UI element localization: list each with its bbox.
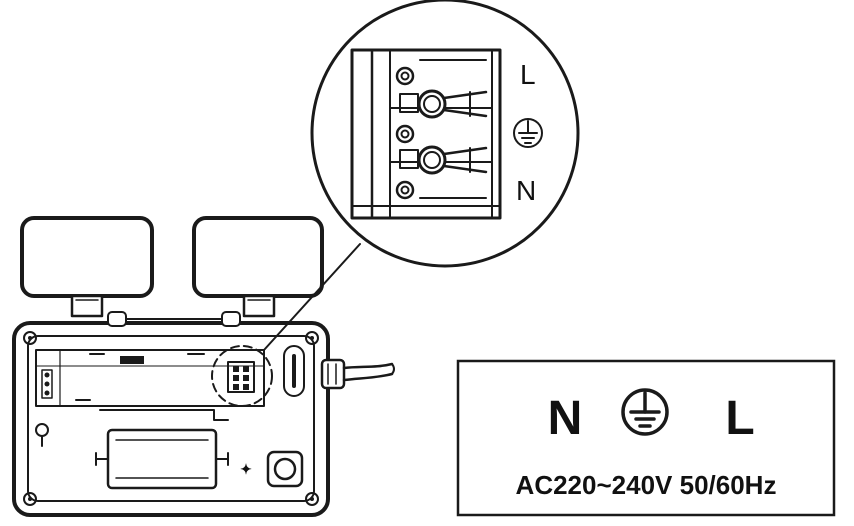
label-plate: N L AC220~240V 50/60Hz [456, 359, 836, 517]
wire-clamp-upper [399, 89, 488, 119]
plate-label-live: L [725, 392, 754, 445]
lamp-head-right [192, 216, 324, 318]
transformer [95, 409, 229, 490]
magnifier-callout-icon: L N [310, 0, 580, 268]
wire-clamp-lower [399, 145, 488, 175]
terminal-label-live: L [520, 59, 536, 90]
fuse-holder [283, 345, 305, 397]
side-switch [35, 423, 49, 447]
plate-label-neutral: N [548, 392, 583, 445]
emergency-light-unit: ✦ [12, 216, 395, 517]
housing [12, 311, 330, 517]
earth-ground-icon [513, 118, 543, 148]
power-cable-icon [320, 358, 395, 390]
plate-voltage-rating: AC220~240V 50/60Hz [516, 470, 777, 500]
callout-leader-line [263, 243, 361, 351]
terminal-block-small [227, 361, 255, 393]
test-button: ✦ [240, 450, 304, 488]
terminal-label-neutral: N [516, 175, 536, 206]
terminal-highlight-circle [211, 345, 273, 407]
earth-ground-icon [621, 388, 669, 436]
circuit-board [35, 349, 265, 407]
terminal-screw-icon [395, 66, 415, 200]
terminal-block-magnified [350, 48, 502, 220]
lamp-head-left [20, 216, 154, 318]
svg-text:✦: ✦ [240, 461, 252, 477]
